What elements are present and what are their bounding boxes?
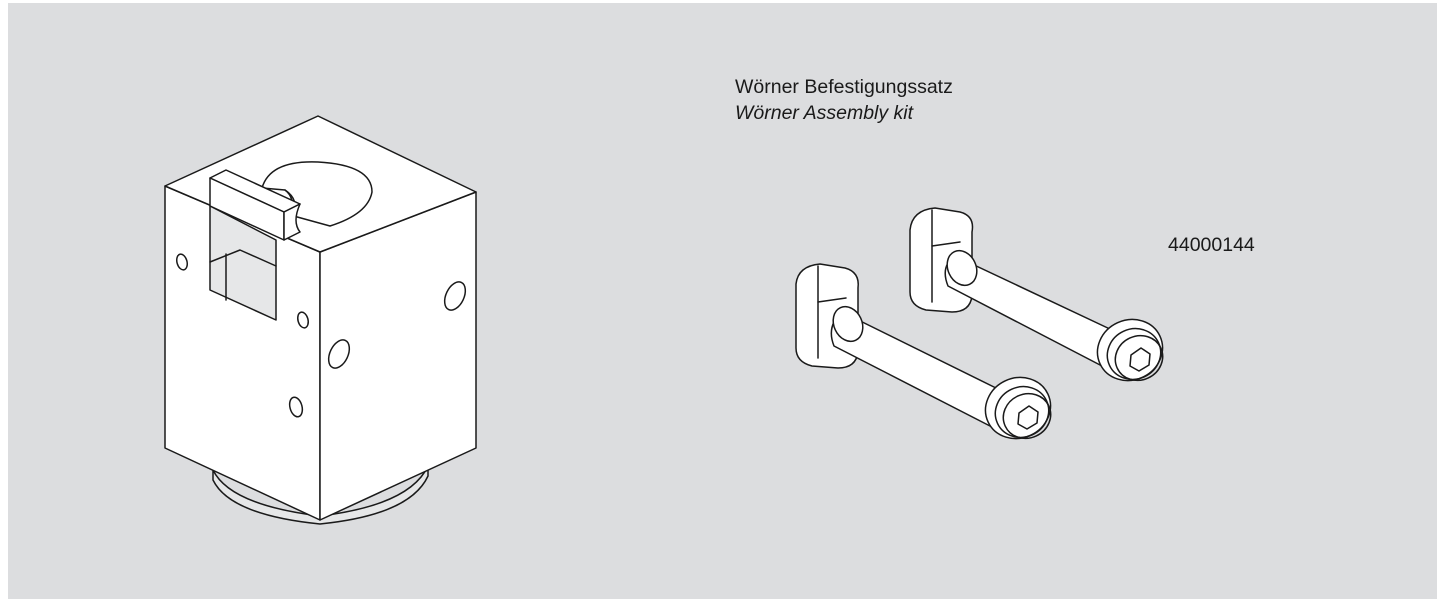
mounting-block-illustration — [164, 115, 477, 525]
product-name-german: Wörner Befestigungssatz — [735, 76, 953, 98]
bolt-front — [795, 263, 1052, 440]
product-name-english: Wörner Assembly kit — [735, 102, 914, 124]
product-title: Wörner Befestigungssatz Wörner Assembly … — [735, 74, 953, 126]
part-number: 44000144 — [1168, 234, 1255, 256]
t-slot-bolts-illustration — [795, 207, 1164, 440]
bolt-back — [909, 207, 1164, 382]
